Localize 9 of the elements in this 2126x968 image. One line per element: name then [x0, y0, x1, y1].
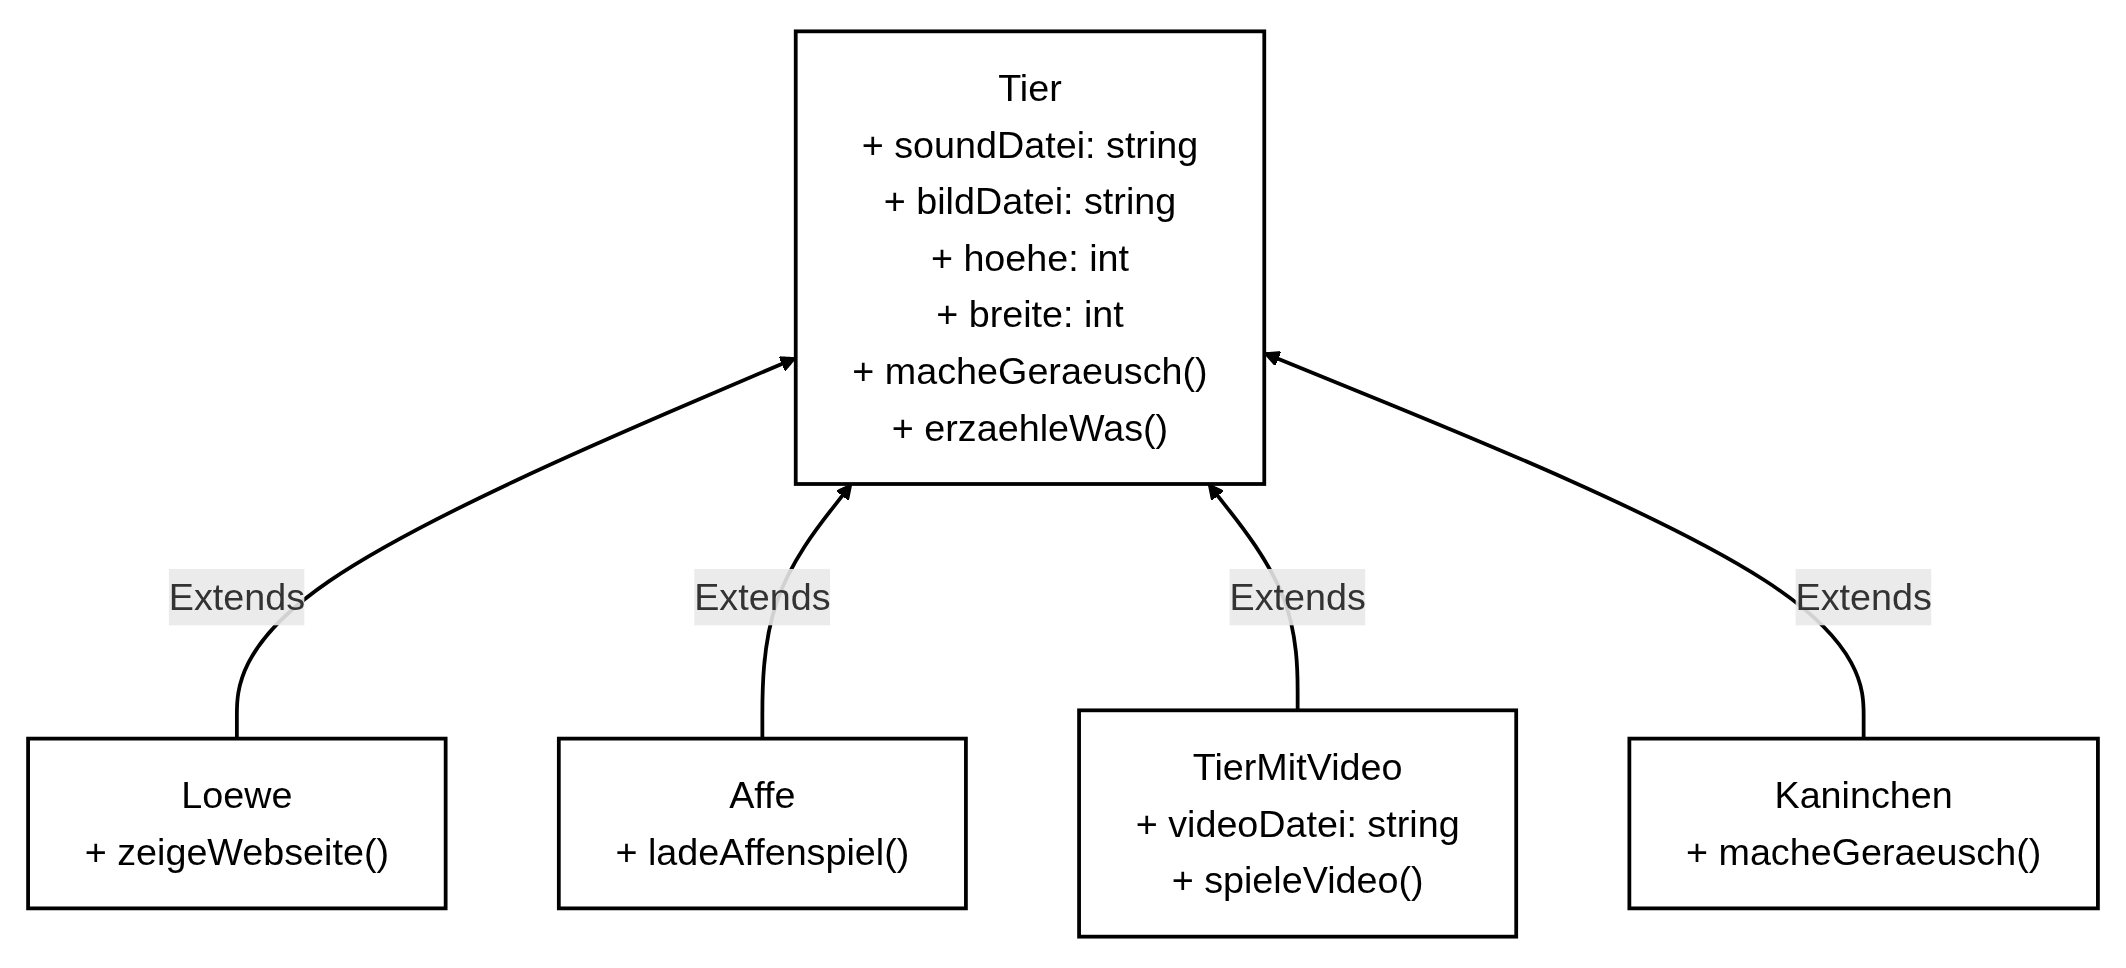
edge-label: Extends: [1795, 576, 1932, 618]
edge-label: Extends: [168, 576, 306, 618]
node-box: TierMitVideo + videoDatei: string + spieleVideo(): [1077, 708, 1519, 939]
edge-label: Extends: [694, 576, 831, 618]
node-box: Kaninchen + macheGeraeusch(): [1627, 736, 2100, 911]
edge-label: Extends: [1229, 576, 1366, 618]
node-box: Loewe + zeigeWebseite(): [26, 736, 448, 911]
node-box: Affe + ladeAffenspiel(): [556, 736, 968, 911]
node-box: Tier + soundDatei: string + bildDatei: string + hoehe: int + breite: int + macheGeraeusch() + erzaehleWas(): [793, 29, 1267, 486]
